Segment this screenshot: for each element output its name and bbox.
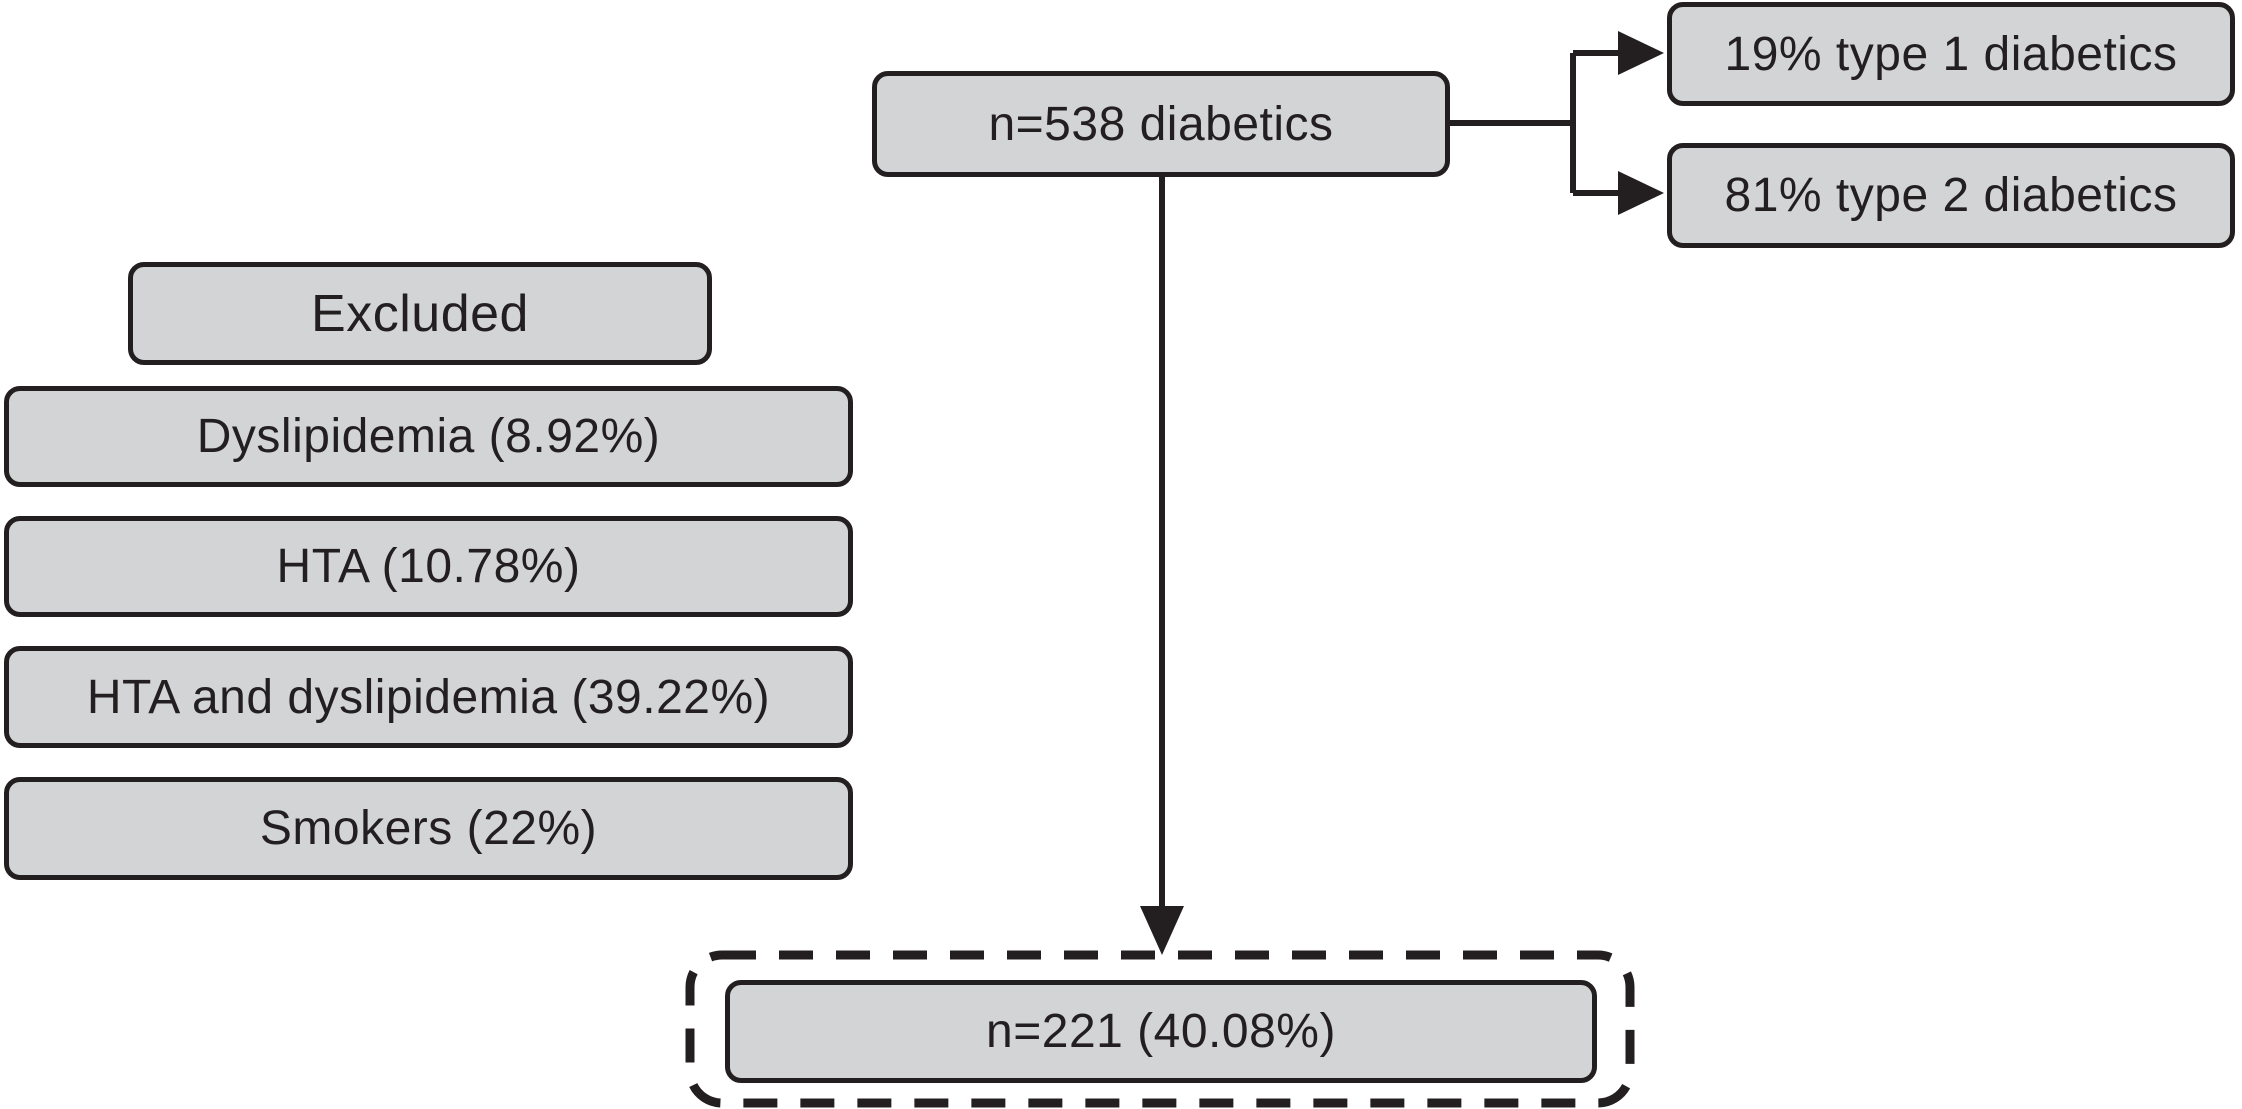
node-excluded-hta-dyslipidemia: HTA and dyslipidemia (39.22%) <box>4 646 853 748</box>
node-excluded-hta-label: HTA (10.78%) <box>276 540 581 593</box>
node-excluded-dyslipidemia-label: Dyslipidemia (8.92%) <box>196 410 661 463</box>
node-excluded-header-label: Excluded <box>311 284 529 343</box>
node-excluded-smokers: Smokers (22%) <box>4 777 853 880</box>
node-excluded-header: Excluded <box>128 262 712 365</box>
node-final-sample-label: n=221 (40.08%) <box>986 1005 1336 1058</box>
node-total-diabetics-label: n=538 diabetics <box>988 97 1334 151</box>
node-excluded-dyslipidemia: Dyslipidemia (8.92%) <box>4 386 853 487</box>
node-type1-diabetics-label: 19% type 1 diabetics <box>1724 27 2178 81</box>
node-type1-diabetics: 19% type 1 diabetics <box>1667 2 2235 106</box>
node-total-diabetics: n=538 diabetics <box>872 71 1450 177</box>
node-type2-diabetics-label: 81% type 2 diabetics <box>1724 169 2178 222</box>
arrow-to-type2-head <box>1618 171 1664 215</box>
arrow-to-type1-head <box>1618 31 1664 75</box>
arrow-total-to-final-head <box>1140 906 1184 955</box>
node-excluded-hta: HTA (10.78%) <box>4 516 853 617</box>
node-final-sample: n=221 (40.08%) <box>725 980 1597 1083</box>
node-excluded-hta-dyslipidemia-label: HTA and dyslipidemia (39.22%) <box>86 670 771 724</box>
node-excluded-smokers-label: Smokers (22%) <box>259 802 598 855</box>
final-dashed-outline <box>685 950 1635 1108</box>
node-type2-diabetics: 81% type 2 diabetics <box>1667 143 2235 248</box>
